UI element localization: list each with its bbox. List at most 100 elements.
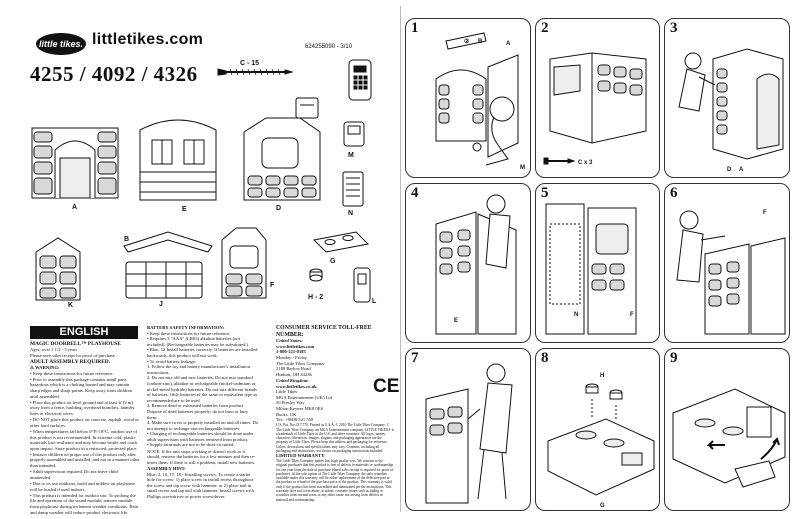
doorbell-keypad-drawing [348, 59, 372, 101]
uk-address-3: Bucks, UK [276, 411, 297, 417]
warranty-text: The Little Tikes Company makes fun, high… [276, 458, 394, 502]
warranty-heading: LIMITED WARRANTY [276, 453, 325, 459]
step-4-label: E [454, 318, 458, 324]
battery-note: NOTE: If the unit stops working or doesn… [147, 448, 256, 465]
battery-item: • Blue, 12 Install batteries correctly. … [147, 347, 258, 358]
part-label-f: F [270, 282, 275, 289]
step-1-label: ② [464, 38, 470, 45]
product-name: MAGIC DOORBELL™ PLAYHOUSE [30, 341, 121, 347]
battery-item: 1. Follow the toy and battery manufactur… [147, 364, 250, 375]
adult-assembly-heading: ADULT ASSEMBLY REQUIRED. [30, 358, 111, 365]
ce-mark: CE [373, 376, 400, 397]
warning-item: • Due to its use outdoors, mold and mild… [30, 481, 136, 492]
uk-address-1: 50 Presley Way [276, 400, 305, 406]
uk-label: United Kingdom: [276, 377, 309, 383]
step-8-panel: H G 8 [535, 348, 660, 511]
step-5-panel: N F 5 [535, 183, 660, 343]
part-label-l: L [372, 298, 377, 305]
part-label-k: K [68, 302, 74, 309]
panel-a-drawing [31, 127, 119, 199]
battery-item: • To avoid battery leakage: [147, 358, 197, 364]
part-g-drawing [312, 231, 370, 253]
part-label-m: M [348, 152, 354, 159]
uk-website: www.littletikes.co.uk [276, 383, 317, 389]
battery-item: • Supply terminals are not to be short-c… [147, 442, 235, 448]
step-3-label: A [739, 167, 744, 173]
step-1-drawing: ② B A M [435, 32, 525, 171]
step-6-label: F [763, 210, 767, 216]
battery-column: BATTERY SAFETY INFORMATION: • Keep these… [147, 325, 259, 500]
warning-item: • Adult supervision required. Do not lea… [30, 469, 118, 480]
step-4-panel: E 4 [405, 183, 531, 343]
assembly-hint-heading: ASSEMBLY HINT: [147, 466, 186, 472]
part-label-e: E [182, 206, 187, 213]
warning-heading: ⚠ WARNING: [30, 365, 60, 370]
us-company: The Little Tikes Company [276, 360, 325, 366]
step-3-panel: D A 3 [664, 18, 790, 178]
step-number: 1 [411, 20, 419, 36]
warning-item: • When temperatures fall below 0°F/-18°C… [30, 428, 138, 451]
step-2-drawing: C x 3 [543, 52, 647, 166]
part-number: 624255090 - 3/10 [305, 44, 353, 50]
panel-k-drawing [35, 237, 81, 301]
part-label-g: G [330, 258, 336, 265]
part-m-drawing [343, 121, 365, 147]
uk-company: MGA Entertainment (UK) Ltd [276, 394, 333, 400]
step-2-panel: C x 3 2 [535, 18, 660, 178]
battery-item: 3. Remove dead or exhausted batteries fr… [147, 403, 249, 420]
brand-url: littletikes.com [92, 31, 204, 48]
battery-item: • Requires 3 "AAA" (LR03) alkaline batte… [147, 336, 249, 347]
step-9-drawing [672, 388, 786, 488]
warning-item: • Place this product on level ground and… [30, 399, 135, 416]
us-website: www.littletikes.com [276, 343, 315, 349]
uk-phone: Tel.: +0800 521 558 [276, 417, 314, 423]
consumer-heading: CONSUMER SERVICE TOLL-FREE NUMBER: [276, 325, 372, 338]
step-5-drawing: N F [545, 203, 637, 335]
step-number: 3 [670, 20, 678, 36]
warning-item: • Keep these instructions for future ref… [30, 370, 114, 376]
us-phone: 1-800-321-0183 [276, 349, 306, 355]
warning-item: • DO NOT place this product on concrete,… [30, 417, 139, 428]
uk-name: Little Tikes [276, 389, 298, 395]
part-label-j: J [159, 301, 163, 308]
step-number: 2 [541, 20, 549, 36]
step-8-drawing: H G [547, 373, 655, 509]
step-5-label: N [574, 312, 578, 318]
part-l-drawing [353, 267, 371, 303]
step-number: 9 [670, 350, 678, 366]
battery-item: • Charging of rechargeable batteries sho… [147, 431, 254, 442]
panel-f-drawing [221, 227, 267, 299]
part-label-h2: H - 2 [308, 294, 324, 301]
step-9-panel: 9 [664, 348, 790, 511]
battery-item: • Keep these instructions for future ref… [147, 330, 231, 336]
warning-item: • This product is intended for outdoor u… [30, 492, 139, 515]
step-number: 6 [670, 185, 678, 201]
consumer-column: CONSUMER SERVICE TOLL-FREE NUMBER: Unite… [276, 325, 398, 502]
warning-item: • Prior to assembly this package contain… [30, 376, 132, 399]
little-tikes-logo: little tikes. [36, 33, 86, 55]
panel-j-drawing [125, 261, 203, 299]
step-6-panel: F 6 [664, 183, 790, 343]
assembly-hint: Blue, 2, 10, 17, 18 - Installing screws.… [147, 471, 254, 499]
fine-print: U.S. Pat. Nos D 7,770, Printed in U.S.A.… [276, 423, 394, 454]
panel-e-drawing [139, 119, 217, 201]
step-1-label: M [520, 165, 525, 171]
step-6-drawing: F [676, 210, 786, 335]
part-label-n: N [348, 210, 354, 217]
step-1-label: B [478, 39, 483, 45]
step-number: 5 [541, 185, 549, 201]
part-label-a: A [72, 204, 78, 211]
fold-line [400, 6, 401, 512]
english-column: MAGIC DOORBELL™ PLAYHOUSE Ages: over 1 1… [30, 341, 140, 516]
step-1-label: A [506, 41, 511, 47]
step-number: 8 [541, 350, 549, 366]
step-1-panel: ② B A M 1 [405, 18, 531, 178]
part-n-drawing [342, 171, 364, 207]
step-4-drawing: E [435, 194, 517, 335]
age-range: Ages: over 1 1/2 - 5 years [30, 347, 78, 353]
battery-heading: BATTERY SAFETY INFORMATION: [147, 325, 225, 330]
part-label-b: B [124, 236, 130, 243]
step-3-drawing: D A [678, 48, 784, 173]
receipt-note: Please save sales receipt for proof of p… [30, 353, 116, 358]
step-2-label: C x 3 [578, 160, 593, 166]
